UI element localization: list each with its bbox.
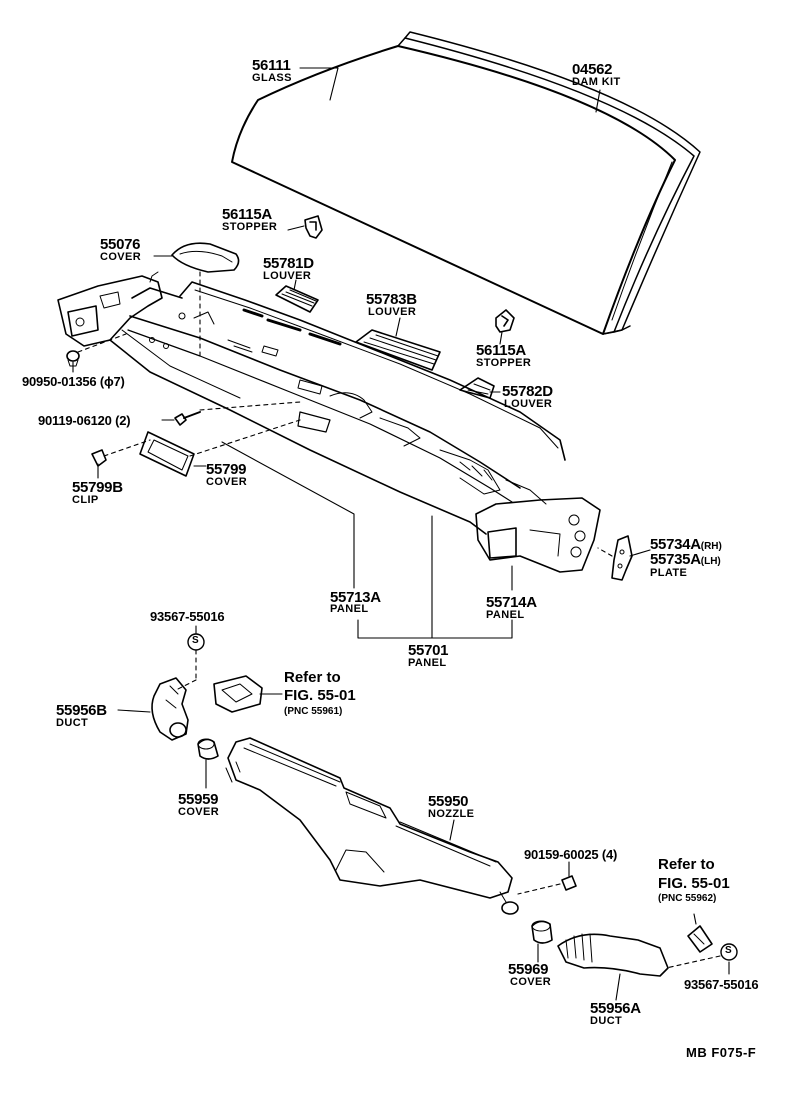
louver-55781d-part-number: 55781D — [263, 255, 314, 272]
louver-55782d-part-name: LOUVER — [504, 398, 553, 410]
panel-55713a-part-number: 55713A — [330, 589, 381, 606]
duct-55956a-shape — [557, 933, 669, 977]
dam-kit-part-name: DAM KIT — [572, 76, 621, 88]
screw-top-part-number: 93567-55016 — [150, 609, 225, 624]
plate-lh-label: 55735A(LH) — [650, 552, 721, 568]
duct-55956a-part-name: DUCT — [590, 1015, 623, 1027]
leader-lines — [72, 67, 730, 1001]
cover-55799-shape — [139, 431, 195, 477]
louver-55783b-shape — [355, 329, 441, 371]
nozzle-part-number: 55950 — [428, 793, 469, 810]
clip-55799b-part-name: CLIP — [72, 494, 99, 506]
plate-rh-suffix: (RH) — [700, 541, 722, 552]
stopper-right-part-number: 56115A — [476, 342, 526, 359]
duct-55956b-shape — [151, 677, 189, 741]
plate-rh-part-number: 55734A — [650, 536, 701, 553]
cover-55076-shape — [171, 242, 240, 273]
stopper-right-part-name: STOPPER — [476, 357, 532, 369]
panel-55714a-part-number: 55714A — [486, 594, 537, 611]
cover-55799-part-number: 55799 — [206, 461, 247, 478]
cover-55959-part-name: COVER — [178, 806, 220, 818]
blower-ref2-shape — [687, 925, 713, 953]
ref1-line3: (PNC 55961) — [284, 706, 343, 717]
ref2-line3: (PNC 55962) — [658, 893, 717, 904]
screw-top-symbol: S — [192, 635, 200, 646]
ref1-line1: Refer to — [284, 669, 341, 686]
dam-kit-shape — [397, 31, 701, 335]
panel-55701-part-name: PANEL — [408, 657, 447, 669]
plate-lh-suffix: (LH) — [700, 556, 721, 567]
bolt-90119-shape — [174, 411, 201, 426]
figure-code: MB F075-F — [686, 1045, 757, 1060]
duct-55956b-part-name: DUCT — [56, 717, 89, 729]
clip-55799b-shape — [91, 449, 107, 467]
glass-part-name: GLASS — [252, 72, 292, 84]
plate-lh-part-number: 55735A — [650, 551, 701, 568]
louver-55781d-shape — [275, 285, 319, 313]
nozzle-shape — [225, 737, 519, 915]
duct-55956a-part-number: 55956A — [590, 1000, 641, 1017]
cover-55076-part-number: 55076 — [100, 236, 141, 253]
bolt-90119-part-number: 90119-06120 (2) — [38, 413, 131, 428]
clip-55799b-part-number: 55799B — [72, 479, 123, 496]
bolt-90159-shape — [561, 875, 577, 891]
cowl-panel-shape — [57, 271, 601, 573]
glass-part-number: 56111 — [252, 57, 291, 74]
cover-55076-part-name: COVER — [100, 251, 142, 263]
plate-part-name: PLATE — [650, 567, 688, 579]
plate-shape — [611, 535, 633, 581]
stopper-top-part-number: 56115A — [222, 206, 272, 223]
screw-symbol-bottom — [720, 943, 738, 961]
stopper-top-part-name: STOPPER — [222, 221, 278, 233]
blower-ref-shape — [213, 675, 263, 713]
cover-55959-part-number: 55959 — [178, 791, 219, 808]
stopper-right-shape — [495, 309, 515, 333]
screw-bottom-symbol: S — [725, 945, 733, 956]
cover-55969-part-name: COVER — [510, 976, 552, 988]
bolt-90159-part-number: 90159-60025 (4) — [524, 847, 618, 862]
cover-55969-part-number: 55969 — [508, 961, 549, 978]
panel-55701-part-number: 55701 — [408, 642, 449, 659]
louver-55783b-part-name: LOUVER — [368, 306, 417, 318]
duct-55956b-part-number: 55956B — [56, 702, 107, 719]
louver-55783b-part-number: 55783B — [366, 291, 417, 308]
dam-kit-part-number: 04562 — [572, 61, 613, 78]
ref2-line2: FIG. 55-01 — [658, 875, 730, 892]
panel-55713a-part-name: PANEL — [330, 603, 369, 615]
louver-55782d-shape — [459, 377, 495, 399]
ref1-line2: FIG. 55-01 — [284, 687, 356, 704]
clip-90950-part-number: 90950-01356 (ϕ7) — [22, 374, 125, 389]
cover-55969-shape — [531, 920, 553, 944]
plate-rh-label: 55734A(RH) — [650, 537, 722, 553]
nozzle-part-name: NOZZLE — [428, 808, 475, 820]
louver-55781d-part-name: LOUVER — [263, 270, 312, 282]
panel-55714a-part-name: PANEL — [486, 609, 525, 621]
ref2-line1: Refer to — [658, 856, 715, 873]
stopper-top-shape — [304, 215, 323, 239]
cover-55799-part-name: COVER — [206, 476, 248, 488]
windshield-glass-shape — [231, 45, 676, 335]
cover-55959-shape — [197, 738, 219, 760]
louver-55782d-part-number: 55782D — [502, 383, 553, 400]
screw-bottom-part-number: 93567-55016 — [684, 977, 759, 992]
